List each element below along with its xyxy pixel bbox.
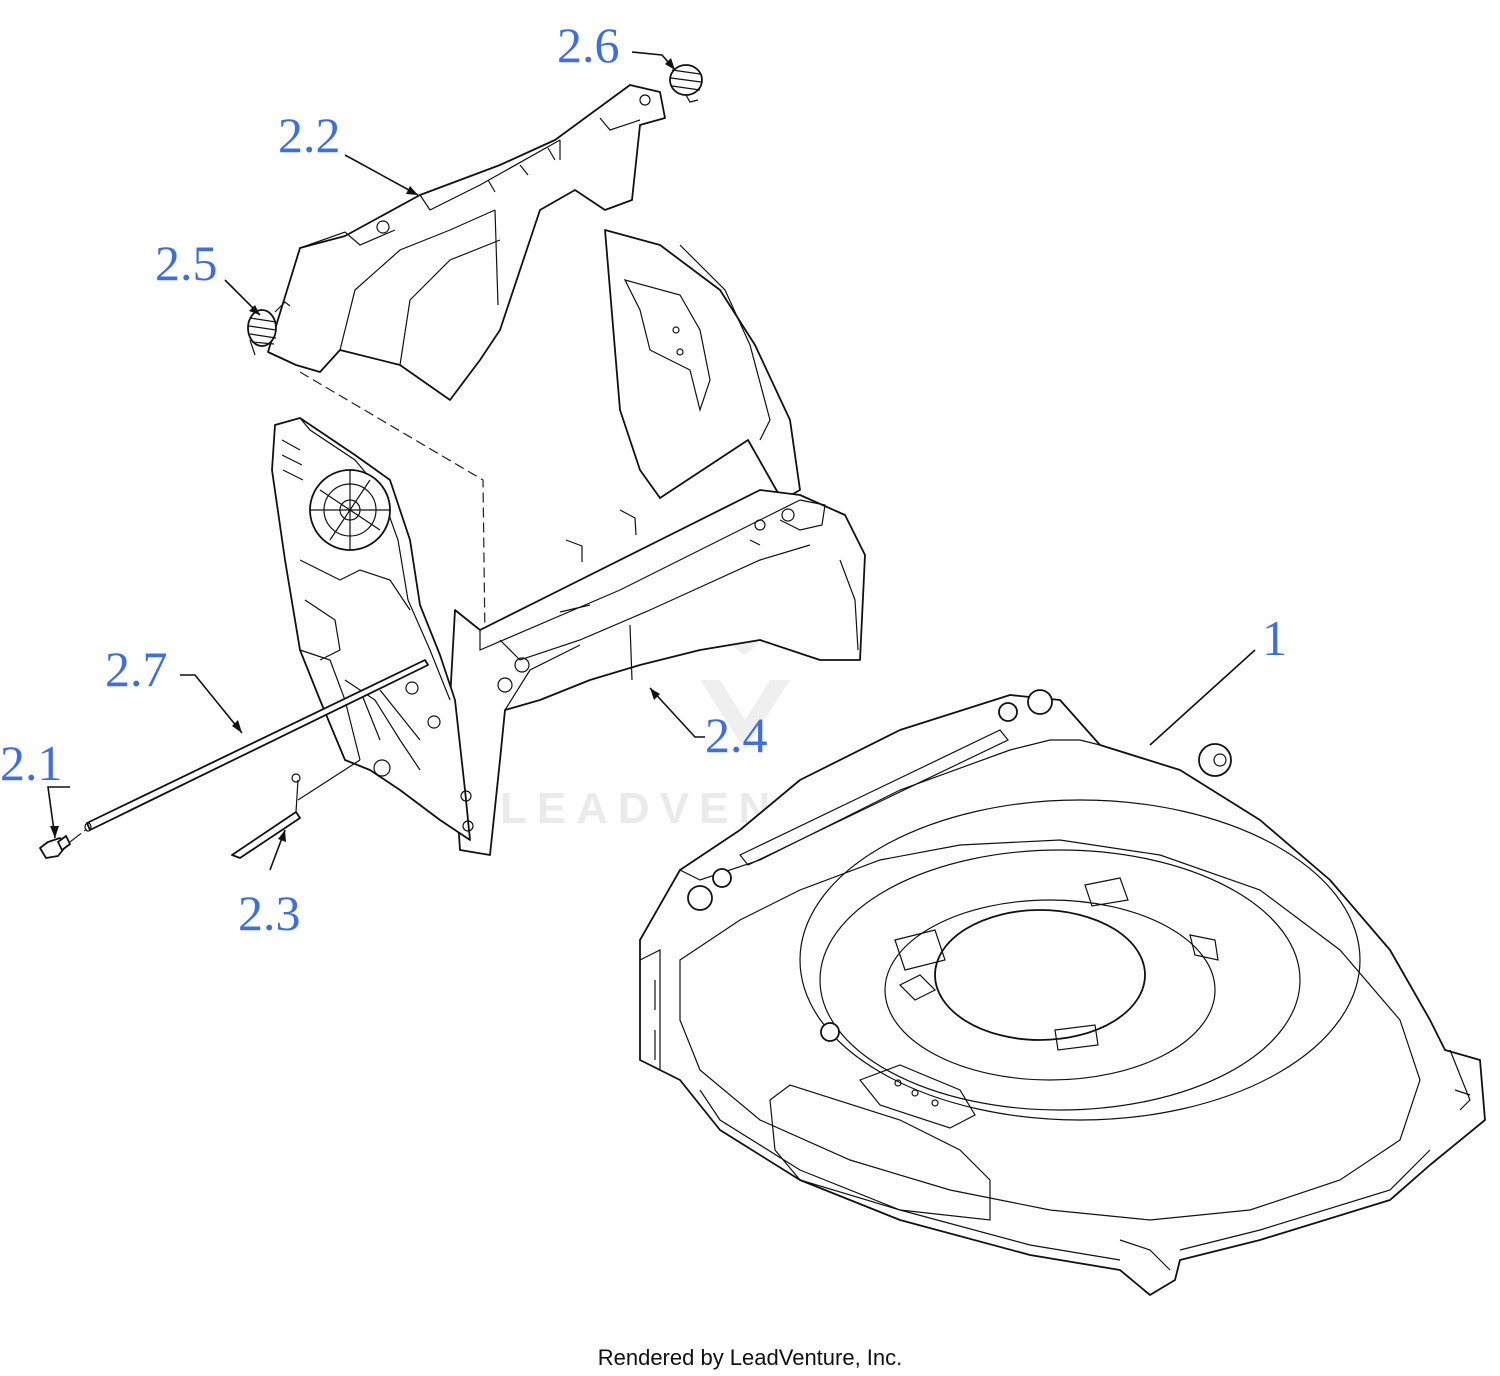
leader-lines	[47, 51, 1256, 871]
callout-2-5: 2.5	[155, 235, 218, 291]
left-torsion-spring-part	[247, 301, 291, 356]
rear-flap-part	[267, 84, 666, 401]
rear-housing-part	[271, 229, 866, 856]
mower-deck-part	[639, 689, 1486, 1296]
callout-labels: 1 2.1 2.2 2.3 2.4 2.5 2.6 2.7	[0, 17, 1287, 941]
render-credit-footer: Rendered by LeadVenture, Inc.	[597, 1345, 903, 1370]
callout-1: 1	[1262, 610, 1287, 666]
callout-2-3: 2.3	[238, 885, 301, 941]
exploded-parts-diagram: LEADVENTURE	[0, 17, 1486, 1296]
callout-2-4: 2.4	[705, 707, 768, 763]
callout-2-6: 2.6	[557, 17, 620, 73]
wire-spring-part	[231, 759, 361, 859]
right-torsion-spring-part	[669, 64, 703, 103]
callout-2-1: 2.1	[0, 735, 63, 791]
hinge-rod-part	[84, 659, 429, 832]
callout-2-7: 2.7	[105, 641, 168, 697]
callout-2-2: 2.2	[278, 107, 341, 163]
bolt-part	[39, 827, 89, 859]
